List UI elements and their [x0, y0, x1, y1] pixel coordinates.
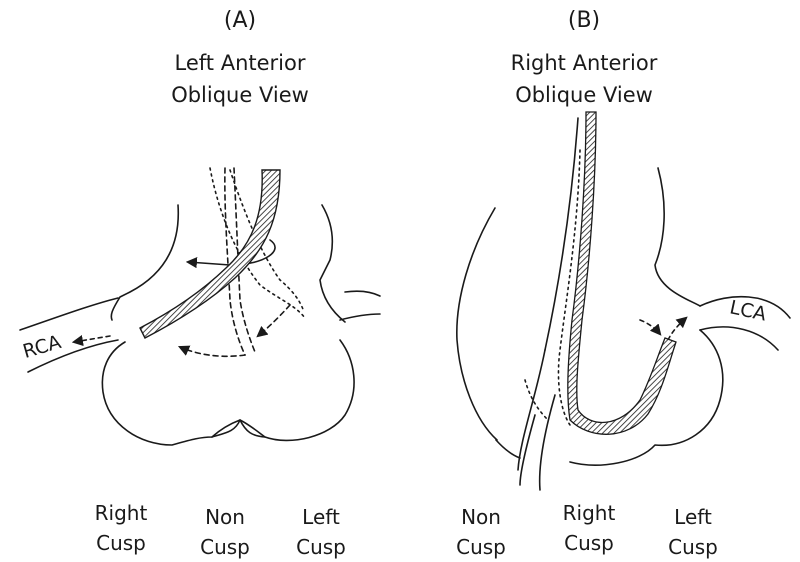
- panel-a-aortic-root-outline: [102, 205, 354, 445]
- cusp-label-line2: Cusp: [276, 532, 366, 562]
- cusp-label-line1: Left: [648, 502, 738, 532]
- panel-b-catheter-lower-right: [540, 395, 555, 490]
- panel-b-cusp-non: Non Cusp: [436, 502, 526, 562]
- cusp-label-line2: Cusp: [436, 532, 526, 562]
- panel-a-sinus-left: [345, 291, 380, 296]
- panel-a-rca-upper: [20, 298, 118, 330]
- panel-a-drawing: [20, 168, 380, 445]
- panel-b-lca-arrow-in: [640, 320, 660, 334]
- panel-a-rca-arrow: [74, 336, 110, 342]
- panel-b-catheter-hatched: [568, 112, 676, 434]
- cusp-label-line2: Cusp: [76, 528, 166, 558]
- cusp-label-line2: Cusp: [180, 532, 270, 562]
- panel-a-lower-arrow-left: [180, 347, 245, 356]
- panel-a-catheter-hatched: [140, 170, 280, 338]
- panel-a-cusp-commissure: [212, 420, 265, 437]
- cusp-label-line1: Left: [276, 502, 366, 532]
- cusp-label-line1: Non: [180, 502, 270, 532]
- panel-b-cusp-left: Left Cusp: [648, 502, 738, 562]
- cusp-label-line1: Non: [436, 502, 526, 532]
- cusp-label-line2: Cusp: [648, 532, 738, 562]
- panel-a-sinus-right: [340, 314, 380, 320]
- panel-b-lca-arrow-out: [668, 318, 686, 340]
- panel-a-cusp-non: Non Cusp: [180, 502, 270, 562]
- panel-a-cusp-right: Right Cusp: [76, 498, 166, 558]
- cusp-label-line1: Right: [76, 498, 166, 528]
- panel-b-left-sinus-wall: [496, 440, 520, 458]
- cusp-label-line2: Cusp: [544, 528, 634, 558]
- panel-a-cusp-left: Left Cusp: [276, 502, 366, 562]
- panel-b-cusp-right: Right Cusp: [544, 498, 634, 558]
- panel-a-lower-arrow-right: [258, 305, 290, 336]
- cusp-label-line1: Right: [544, 498, 634, 528]
